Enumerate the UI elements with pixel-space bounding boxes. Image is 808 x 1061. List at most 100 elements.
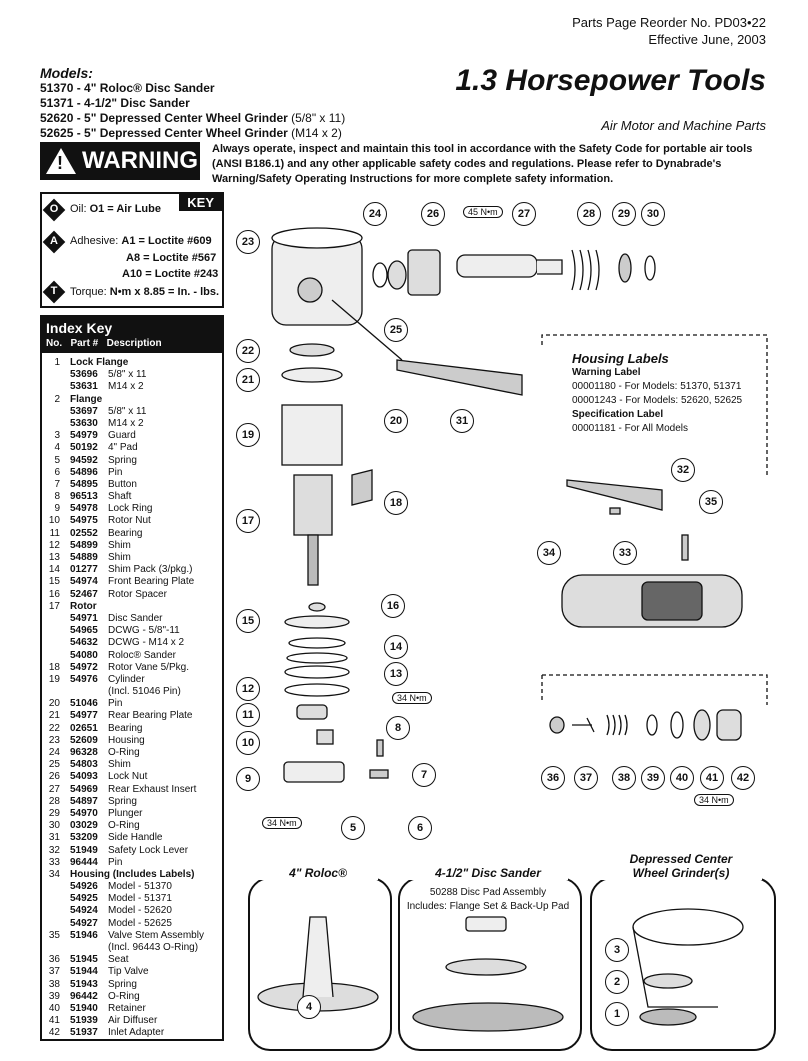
row-part-number: 51945	[70, 954, 98, 966]
part-callout: 1	[605, 1002, 629, 1026]
row-part-number: 54803	[70, 759, 98, 771]
row-part-number: 54979	[70, 430, 98, 442]
row-description: Bearing	[108, 527, 143, 539]
housing-labels: Housing Labels Warning Label 00001180 - …	[572, 351, 743, 435]
row-number: 39	[48, 990, 60, 1002]
row-number: 28	[48, 795, 60, 807]
row-description: Model - 52620	[108, 905, 172, 917]
index-header: Index Key No. Part # Description	[42, 317, 222, 353]
part-callout: 35	[699, 490, 723, 514]
row-part-number: 54972	[70, 661, 98, 673]
row-part-number: 53209	[70, 832, 98, 844]
row-description: Safety Lock Lever	[108, 844, 189, 856]
row-number: 40	[48, 1002, 60, 1014]
row-part-number: 51949	[70, 844, 98, 856]
row-description: Rear Bearing Plate	[108, 710, 193, 722]
row-description: Housing (Includes Labels)	[70, 868, 195, 880]
row-number: 36	[48, 954, 60, 966]
part-callout: 28	[577, 202, 601, 226]
row-part-number: 54977	[70, 710, 98, 722]
part-callout: 41	[700, 766, 724, 790]
row-number: 33	[48, 856, 60, 868]
key-torque: Torque: N•m x 8.85 = In. - lbs.	[70, 286, 220, 298]
row-number: 22	[48, 722, 60, 734]
row-number: 8	[54, 491, 60, 503]
row-description: Shim Pack (3/pkg.)	[108, 564, 193, 576]
row-number: 10	[48, 515, 60, 527]
row-number: 2	[54, 393, 60, 405]
row-part-number: 54632	[70, 637, 98, 649]
row-number: 29	[48, 807, 60, 819]
row-description: Lock Ring	[108, 503, 153, 515]
row-description: Rotor Vane 5/Pkg.	[108, 661, 189, 673]
row-description: Bearing	[108, 722, 143, 734]
row-number: 16	[48, 588, 60, 600]
row-description: Spring	[108, 795, 137, 807]
row-description: Front Bearing Plate	[108, 576, 195, 588]
row-description: Button	[108, 478, 137, 490]
part-callout: 5	[341, 816, 365, 840]
row-number: 19	[48, 673, 60, 685]
row-part-number: 52467	[70, 588, 98, 600]
row-part-number: 02552	[70, 527, 98, 539]
row-description: DCWG - 5/8"-11	[108, 625, 180, 637]
row-part-number: 51944	[70, 966, 98, 978]
part-callout: 29	[612, 202, 636, 226]
row-number: 21	[48, 710, 60, 722]
page-title: 1.3 Horsepower Tools	[455, 64, 766, 97]
page-subtitle: Air Motor and Machine Parts	[601, 118, 766, 133]
part-callout: 25	[384, 318, 408, 342]
part-callout: 18	[384, 491, 408, 515]
row-number: 6	[54, 466, 60, 478]
row-number: 14	[48, 564, 60, 576]
part-callout: 39	[641, 766, 665, 790]
row-number: 38	[48, 978, 60, 990]
model-item: 51371 - 4-1/2" Disc Sander	[40, 96, 190, 110]
row-part-number: 54974	[70, 576, 98, 588]
row-number: 4	[54, 442, 60, 454]
row-description: Rotor	[70, 600, 97, 612]
models-header: Models:	[40, 65, 93, 81]
row-number: 31	[48, 832, 60, 844]
table-row: (Incl. 51046 Pin)	[42, 686, 222, 698]
row-description: Pin	[108, 856, 123, 868]
row-part-number: 54927	[70, 917, 98, 929]
row-part-number: 54925	[70, 893, 98, 905]
row-description: Roloc® Sander	[108, 649, 176, 661]
key-adhesive: Adhesive: A1 = Loctite #609	[70, 235, 212, 247]
row-part-number: 53630	[70, 417, 98, 429]
row-description: Disc Sander	[108, 612, 163, 624]
part-callout: 3	[605, 938, 629, 962]
model-item: 52620 - 5" Depressed Center Wheel Grinde…	[40, 111, 346, 125]
part-callout: 32	[671, 458, 695, 482]
row-part-number: 94592	[70, 454, 98, 466]
row-number: 42	[48, 1027, 60, 1039]
row-part-number: 50192	[70, 442, 98, 454]
row-description: M14 x 2	[108, 381, 144, 393]
torque-tag: 45 N•m	[463, 206, 503, 218]
row-description: (Incl. 51046 Pin)	[108, 686, 181, 698]
row-description: Shim	[108, 759, 131, 771]
